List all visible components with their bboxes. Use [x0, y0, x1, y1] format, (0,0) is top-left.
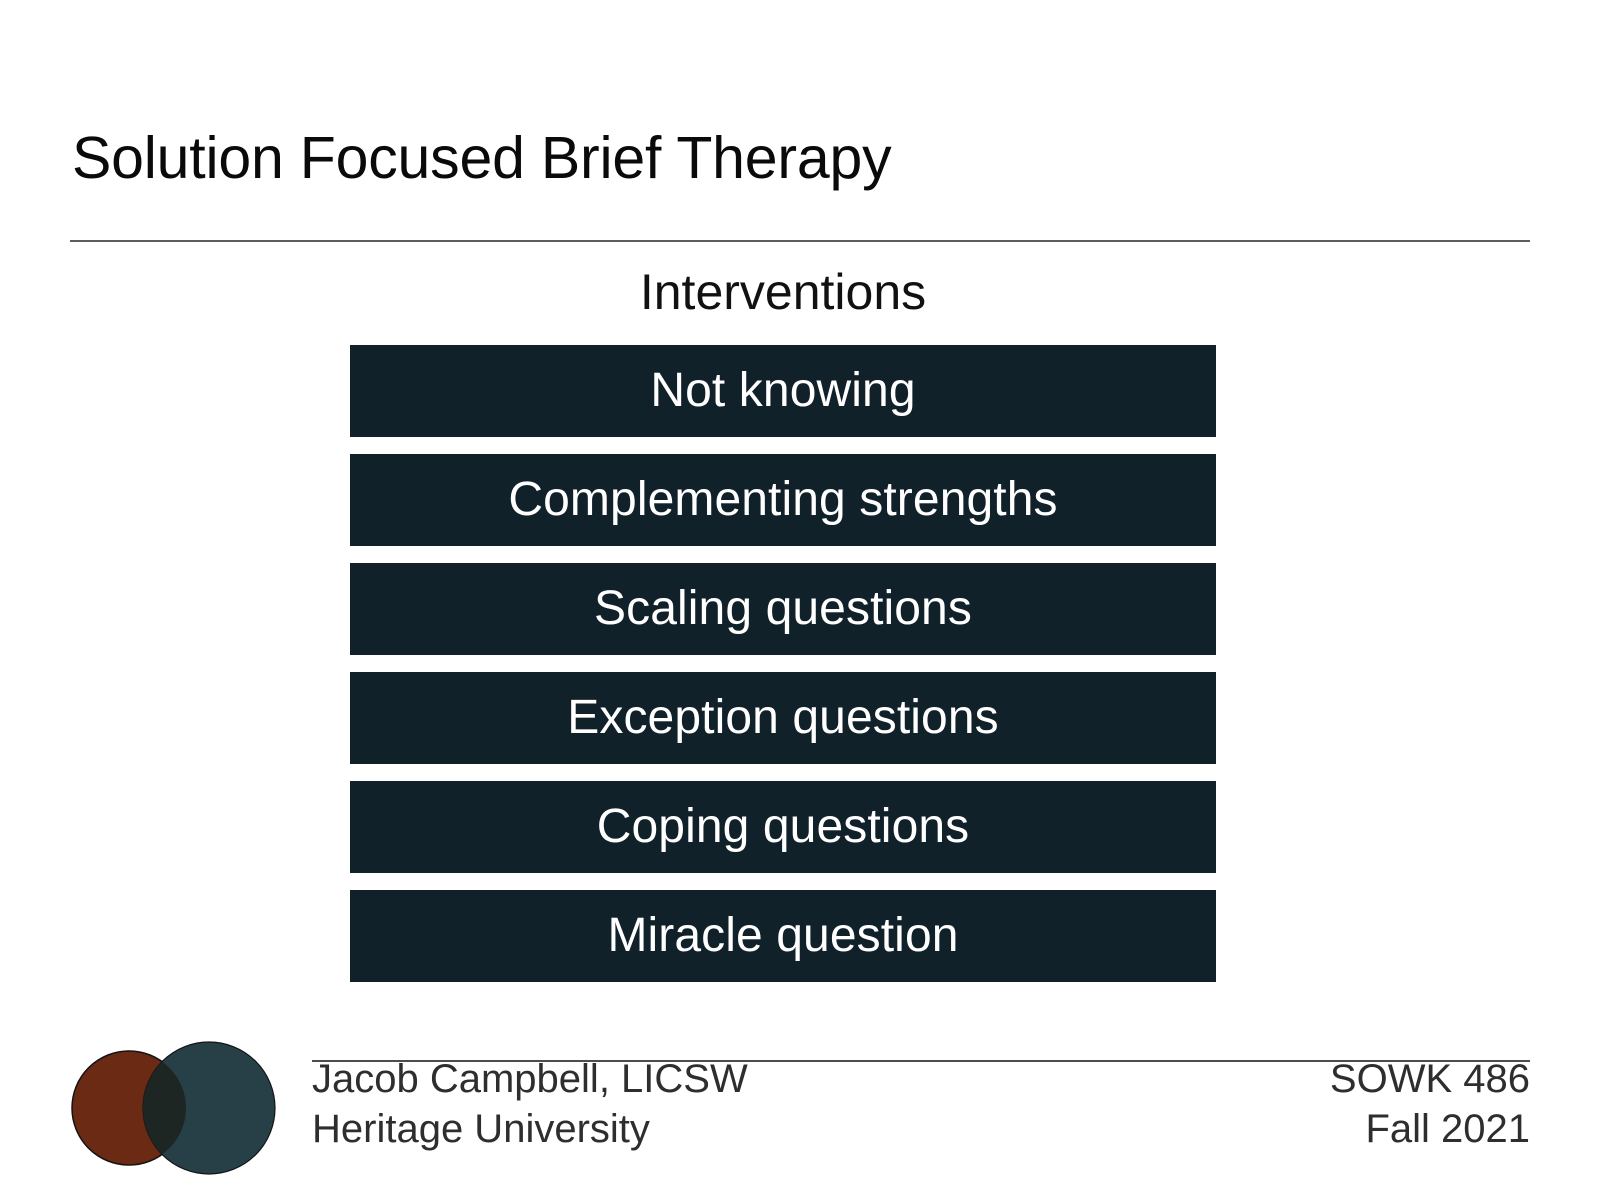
list-item: Exception questions [350, 672, 1216, 764]
institution-name: Heritage University [312, 1107, 650, 1151]
list-item: Complementing strengths [350, 454, 1216, 546]
course-code: SOWK 486 [1329, 1057, 1530, 1101]
intervention-label: Complementing strengths [508, 473, 1058, 526]
footer-course-block: SOWK 486 Fall 2021 [1330, 1054, 1530, 1154]
footer-divider [312, 1060, 1530, 1062]
list-item: Coping questions [350, 781, 1216, 873]
course-term: Fall 2021 [1365, 1107, 1530, 1151]
list-item: Not knowing [350, 345, 1216, 437]
presenter-name: Jacob Campbell, LICSW [312, 1057, 748, 1101]
page-title: Solution Focused Brief Therapy [72, 125, 892, 191]
list-item: Scaling questions [350, 563, 1216, 655]
intervention-label: Not knowing [650, 364, 916, 417]
header-divider [70, 240, 1530, 242]
interventions-list: Not knowing Complementing strengths Scal… [350, 345, 1216, 982]
logo-svg [71, 1041, 276, 1175]
footer-presenter-block: Jacob Campbell, LICSW Heritage Universit… [312, 1054, 748, 1154]
intervention-label: Scaling questions [594, 582, 972, 635]
intervention-label: Miracle question [607, 909, 959, 962]
two-overlapping-circles-logo [66, 1025, 286, 1185]
intervention-label: Coping questions [596, 800, 970, 853]
section-heading: Interventions [639, 264, 927, 320]
list-item: Miracle question [350, 890, 1216, 982]
intervention-label: Exception questions [567, 691, 999, 744]
